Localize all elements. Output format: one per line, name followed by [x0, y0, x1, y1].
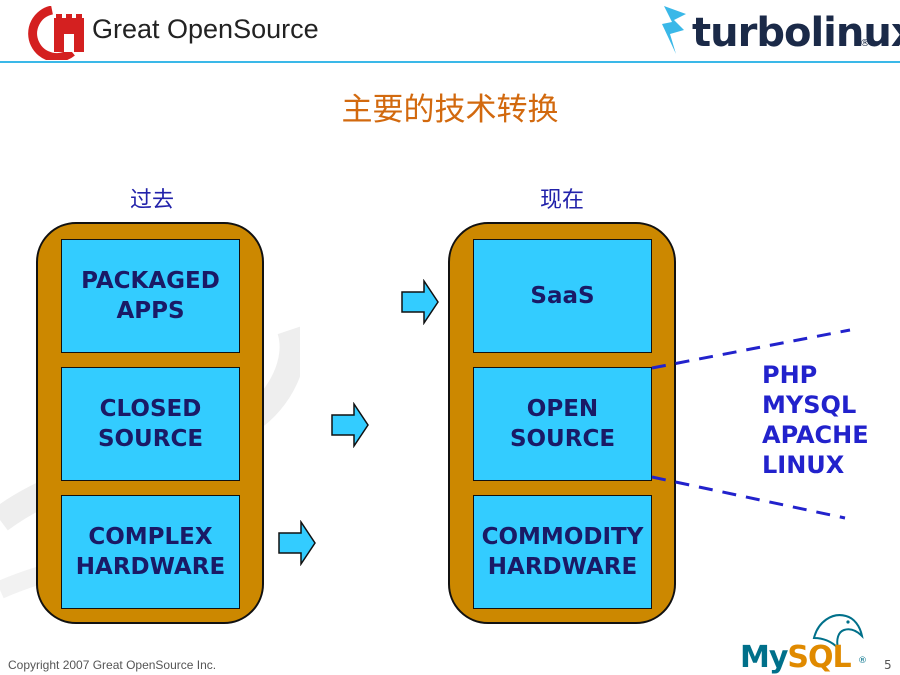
- layer-closed-source: CLOSED SOURCE: [61, 367, 240, 481]
- mysql-logo-word: MySQL: [740, 640, 852, 675]
- mysql-registered-mark: ®: [858, 656, 867, 666]
- turbolinux-logo-text: turbolinux: [692, 10, 900, 56]
- turbolinux-bird-icon: [662, 6, 686, 54]
- open-source-callout-lines: [651, 328, 851, 520]
- layer-commodity-hardware: COMMODITY HARDWARE: [473, 495, 652, 609]
- mysql-dolphin-icon: [812, 614, 864, 652]
- layer-open-source: OPEN SOURCE: [473, 367, 652, 481]
- right-arrow-icon: [401, 279, 439, 325]
- great-opensource-logo-text: Great OpenSource: [92, 14, 319, 44]
- header-divider: [0, 61, 900, 63]
- footer-copyright: Copyright 2007 Great OpenSource Inc.: [8, 658, 217, 672]
- past-column-label: 过去: [129, 188, 174, 213]
- now-column-label: 现在: [539, 188, 584, 213]
- page-number: 5: [884, 658, 892, 672]
- right-arrow-icon: [331, 402, 369, 448]
- open-source-components-list: PHP MYSQL APACHE LINUX: [762, 361, 869, 479]
- great-opensource-logo-icon: [28, 6, 84, 60]
- mysql-logo-sql: SQL: [787, 640, 851, 675]
- now-stack: SaaS OPEN SOURCE COMMODITY HARDWARE: [448, 222, 676, 624]
- past-stack: PACKAGED APPS CLOSED SOURCE COMPLEX HARD…: [36, 222, 264, 624]
- layer-complex-hardware: COMPLEX HARDWARE: [61, 495, 240, 609]
- registered-mark: ®: [860, 38, 870, 49]
- mysql-logo-text: MySQL: [740, 640, 852, 675]
- layer-packaged-apps: PACKAGED APPS: [61, 239, 240, 353]
- slide-title: 主要的技术转换: [341, 92, 559, 128]
- great-opensource-logo: [12, 6, 342, 60]
- right-arrow-icon: [278, 520, 316, 566]
- layer-saas: SaaS: [473, 239, 652, 353]
